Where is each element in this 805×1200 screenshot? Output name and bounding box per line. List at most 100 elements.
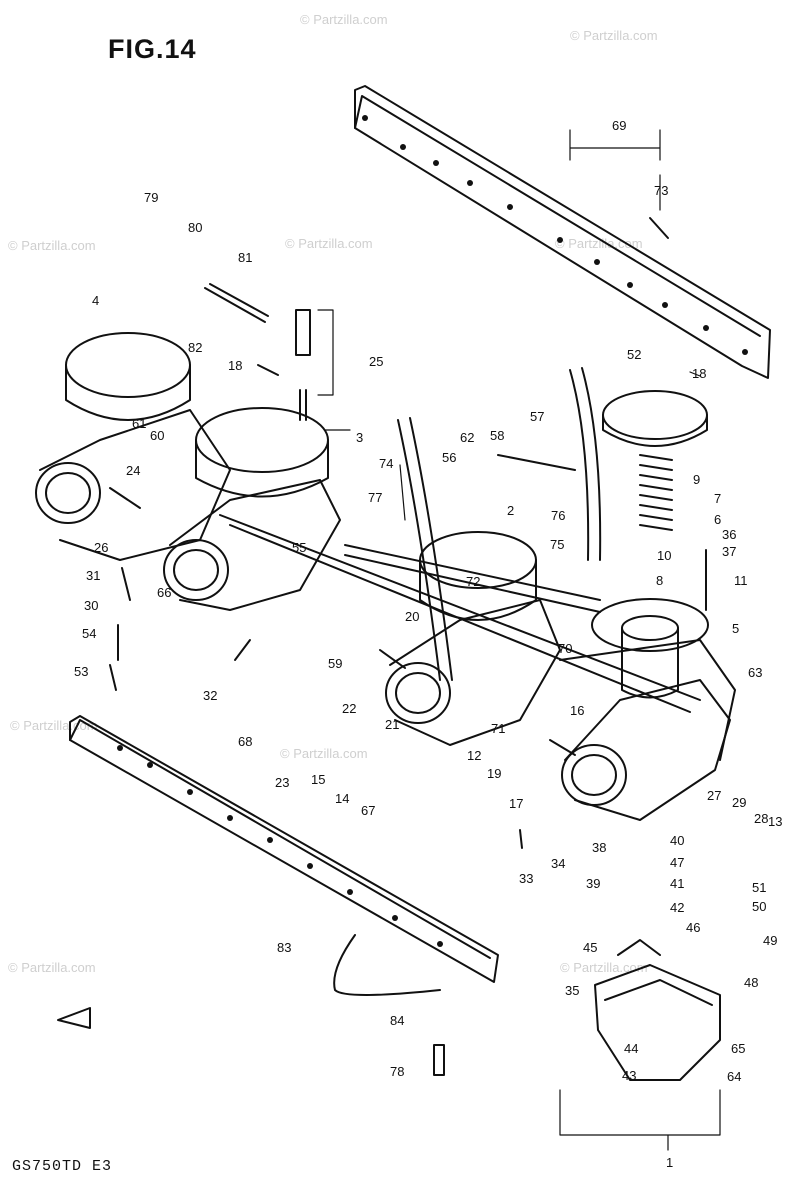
callout-78: 78 bbox=[390, 1064, 404, 1079]
watermark: © Partzilla.com bbox=[570, 28, 658, 43]
carb-top-3 bbox=[195, 407, 329, 473]
callout-45: 45 bbox=[583, 940, 597, 955]
callout-24: 24 bbox=[126, 463, 140, 478]
callout-52: 52 bbox=[627, 347, 641, 362]
callout-35: 35 bbox=[565, 983, 579, 998]
watermark: © Partzilla.com bbox=[285, 236, 373, 251]
callout-8: 8 bbox=[656, 573, 663, 588]
callout-21: 21 bbox=[385, 717, 399, 732]
callout-15: 15 bbox=[311, 772, 325, 787]
callout-13: 13 bbox=[768, 814, 782, 829]
callout-44: 44 bbox=[624, 1041, 638, 1056]
float-bowl bbox=[594, 964, 721, 1081]
callout-26: 26 bbox=[94, 540, 108, 555]
callout-16: 16 bbox=[570, 703, 584, 718]
callout-61: 61 bbox=[132, 416, 146, 431]
callout-69: 69 bbox=[612, 118, 626, 133]
callout-57: 57 bbox=[530, 409, 544, 424]
callout-58: 58 bbox=[490, 428, 504, 443]
callout-5: 5 bbox=[732, 621, 739, 636]
callout-68: 68 bbox=[238, 734, 252, 749]
callout-48: 48 bbox=[744, 975, 758, 990]
callout-84: 84 bbox=[390, 1013, 404, 1028]
callout-66: 66 bbox=[157, 585, 171, 600]
callout-22: 22 bbox=[342, 701, 356, 716]
callout-32: 32 bbox=[203, 688, 217, 703]
callout-4: 4 bbox=[92, 293, 99, 308]
spring bbox=[639, 454, 673, 531]
callout-53: 53 bbox=[74, 664, 88, 679]
watermark: © Partzilla.com bbox=[300, 12, 388, 27]
callout-37: 37 bbox=[722, 544, 736, 559]
callout-64: 64 bbox=[727, 1069, 741, 1084]
callout-30: 30 bbox=[84, 598, 98, 613]
callout-11: 11 bbox=[734, 573, 748, 588]
callout-33: 33 bbox=[519, 871, 533, 886]
callout-72: 72 bbox=[466, 574, 480, 589]
front-arrow bbox=[57, 1007, 91, 1029]
callout-47: 47 bbox=[670, 855, 684, 870]
diaphragm bbox=[591, 598, 709, 652]
callout-34: 34 bbox=[551, 856, 565, 871]
callout-7: 7 bbox=[714, 491, 721, 506]
callout-80: 80 bbox=[188, 220, 202, 235]
callout-2: 2 bbox=[507, 503, 514, 518]
callout-29: 29 bbox=[732, 795, 746, 810]
throat-1 bbox=[35, 462, 101, 524]
callout-81: 81 bbox=[238, 250, 252, 265]
fuel-pipe bbox=[344, 544, 601, 601]
carb-top-4 bbox=[65, 332, 191, 398]
callout-50: 50 bbox=[752, 899, 766, 914]
callout-67: 67 bbox=[361, 803, 375, 818]
callout-70: 70 bbox=[558, 641, 572, 656]
callout-18: 18 bbox=[228, 358, 242, 373]
callout-51: 51 bbox=[752, 880, 766, 895]
callout-49: 49 bbox=[763, 933, 777, 948]
callout-77: 77 bbox=[368, 490, 382, 505]
callout-62: 62 bbox=[460, 430, 474, 445]
watermark: © Partzilla.com bbox=[8, 238, 96, 253]
callout-20: 20 bbox=[405, 609, 419, 624]
callout-18: 18 bbox=[692, 366, 706, 381]
callout-43: 43 bbox=[622, 1068, 636, 1083]
watermark: © Partzilla.com bbox=[8, 960, 96, 975]
throat-3 bbox=[385, 662, 451, 724]
callout-54: 54 bbox=[82, 626, 96, 641]
callout-42: 42 bbox=[670, 900, 684, 915]
callout-17: 17 bbox=[509, 796, 523, 811]
callout-14: 14 bbox=[335, 791, 349, 806]
callout-74: 74 bbox=[379, 456, 393, 471]
callout-40: 40 bbox=[670, 833, 684, 848]
vent-tube-74 bbox=[397, 419, 441, 681]
callout-12: 12 bbox=[467, 748, 481, 763]
callout-59: 59 bbox=[328, 656, 342, 671]
callout-41: 41 bbox=[670, 876, 684, 891]
callout-60: 60 bbox=[150, 428, 164, 443]
watermark: © Partzilla.com bbox=[280, 746, 368, 761]
lower-bracket bbox=[69, 715, 499, 983]
callout-25: 25 bbox=[369, 354, 383, 369]
figure-title: FIG.14 bbox=[108, 34, 197, 64]
callout-73: 73 bbox=[654, 183, 668, 198]
callout-75: 75 bbox=[550, 537, 564, 552]
callout-6: 6 bbox=[714, 512, 721, 527]
callout-19: 19 bbox=[487, 766, 501, 781]
callout-9: 9 bbox=[693, 472, 700, 487]
callout-36: 36 bbox=[722, 527, 736, 542]
callout-10: 10 bbox=[657, 548, 671, 563]
carb-top-52 bbox=[602, 390, 708, 440]
callout-1: 1 bbox=[666, 1155, 673, 1170]
callout-46: 46 bbox=[686, 920, 700, 935]
callout-23: 23 bbox=[275, 775, 289, 790]
throttle-shaft bbox=[219, 514, 701, 701]
wire-clip bbox=[333, 934, 441, 996]
model-code: GS750TD E3 bbox=[12, 1158, 113, 1175]
callout-3: 3 bbox=[356, 430, 363, 445]
callout-63: 63 bbox=[748, 665, 762, 680]
callout-28: 28 bbox=[754, 811, 768, 826]
callout-65: 65 bbox=[731, 1041, 745, 1056]
callout-76: 76 bbox=[551, 508, 565, 523]
callout-71: 71 bbox=[491, 721, 505, 736]
